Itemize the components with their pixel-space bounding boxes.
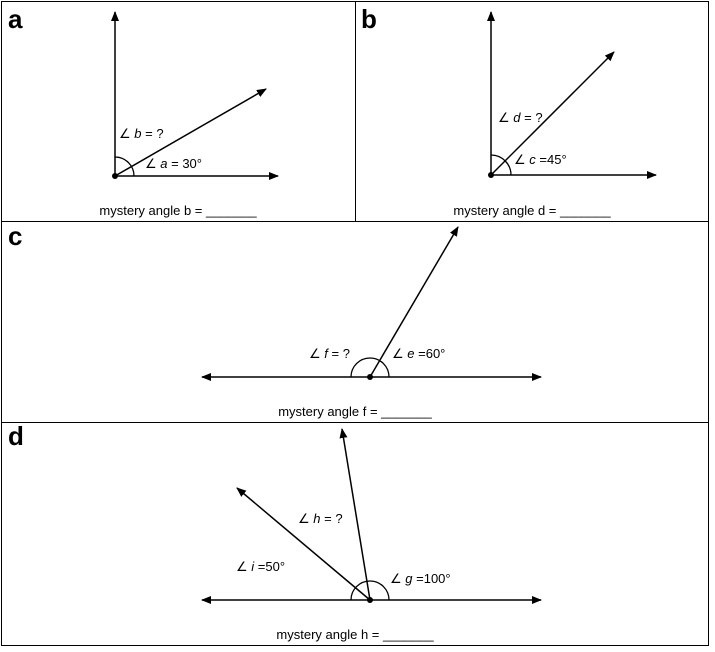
angle-arc	[114, 156, 135, 177]
angle-value: = ?	[328, 346, 350, 361]
angle-value: = ?	[521, 110, 543, 125]
angle-variable: g	[405, 571, 413, 586]
angle-arc	[350, 357, 390, 378]
angle-label-h: ∠ h = ?	[298, 511, 343, 526]
panel-b: b ∠ d = ? ∠ c =45° mystery angle d = ___…	[361, 4, 657, 218]
angle-variable: c	[529, 152, 536, 167]
angle-value: = ?	[321, 511, 343, 526]
angle-value: = ?	[142, 126, 164, 141]
angle-symbol: ∠	[298, 511, 310, 526]
angle-value: = 30°	[168, 156, 202, 171]
angle-value: =100°	[413, 571, 451, 586]
angle-symbol: ∠	[236, 559, 248, 574]
panel-letter: b	[361, 4, 377, 34]
angled-ray	[114, 88, 267, 177]
caption: mystery angle f = _______	[278, 404, 432, 419]
panel-letter: c	[8, 221, 22, 251]
angle-variable: h	[313, 511, 320, 526]
angle-label-b: ∠ b = ?	[119, 126, 164, 141]
angle-label-c: ∠ c =45°	[514, 152, 567, 167]
angle-variable: f	[324, 346, 329, 361]
angle-variable: d	[513, 110, 521, 125]
angle-symbol: ∠	[390, 571, 402, 586]
angle-symbol: ∠	[392, 346, 404, 361]
angle-variable: b	[134, 126, 141, 141]
angle-value: =50°	[254, 559, 285, 574]
angle-variable: i	[251, 559, 255, 574]
angle-value: =45°	[536, 152, 567, 167]
angle-label-f: ∠ f = ?	[309, 346, 350, 361]
panel-letter: d	[8, 421, 24, 451]
panel-d: d ∠ h = ? ∠ i =50° ∠ g =100° mystery ang…	[8, 421, 542, 642]
angle-label-e: ∠ e =60°	[392, 346, 445, 361]
angle-label-a: ∠ a = 30°	[145, 156, 202, 171]
angle-symbol: ∠	[498, 110, 510, 125]
angled-ray	[369, 226, 459, 378]
upper-left-ray	[236, 487, 371, 601]
panel-letter: a	[8, 4, 23, 34]
vertex-point	[112, 173, 118, 179]
angle-symbol: ∠	[514, 152, 526, 167]
angle-arc	[350, 580, 390, 601]
angle-symbol: ∠	[119, 126, 131, 141]
angle-label-d: ∠ d = ?	[498, 110, 543, 125]
angle-label-i: ∠ i =50°	[236, 559, 285, 574]
angle-variable: a	[160, 156, 167, 171]
vertex-point	[367, 597, 373, 603]
panel-c: c ∠ f = ? ∠ e =60° mystery angle f = ___…	[8, 221, 542, 419]
angle-symbol: ∠	[145, 156, 157, 171]
angle-variable: e	[407, 346, 414, 361]
vertex-point	[488, 172, 494, 178]
angle-label-g: ∠ g =100°	[390, 571, 451, 586]
panel-a: a ∠ b = ? ∠ a = 30° mystery angle b = __…	[8, 4, 279, 218]
angle-symbol: ∠	[309, 346, 321, 361]
worksheet-grid	[1, 1, 709, 646]
vertex-point	[367, 374, 373, 380]
angle-value: =60°	[415, 346, 446, 361]
near-vertical-ray	[339, 428, 371, 601]
caption: mystery angle h = _______	[276, 627, 434, 642]
caption: mystery angle b = _______	[99, 203, 257, 218]
angle-arc	[490, 154, 512, 176]
angled-ray	[490, 51, 615, 176]
caption: mystery angle d = _______	[453, 203, 611, 218]
